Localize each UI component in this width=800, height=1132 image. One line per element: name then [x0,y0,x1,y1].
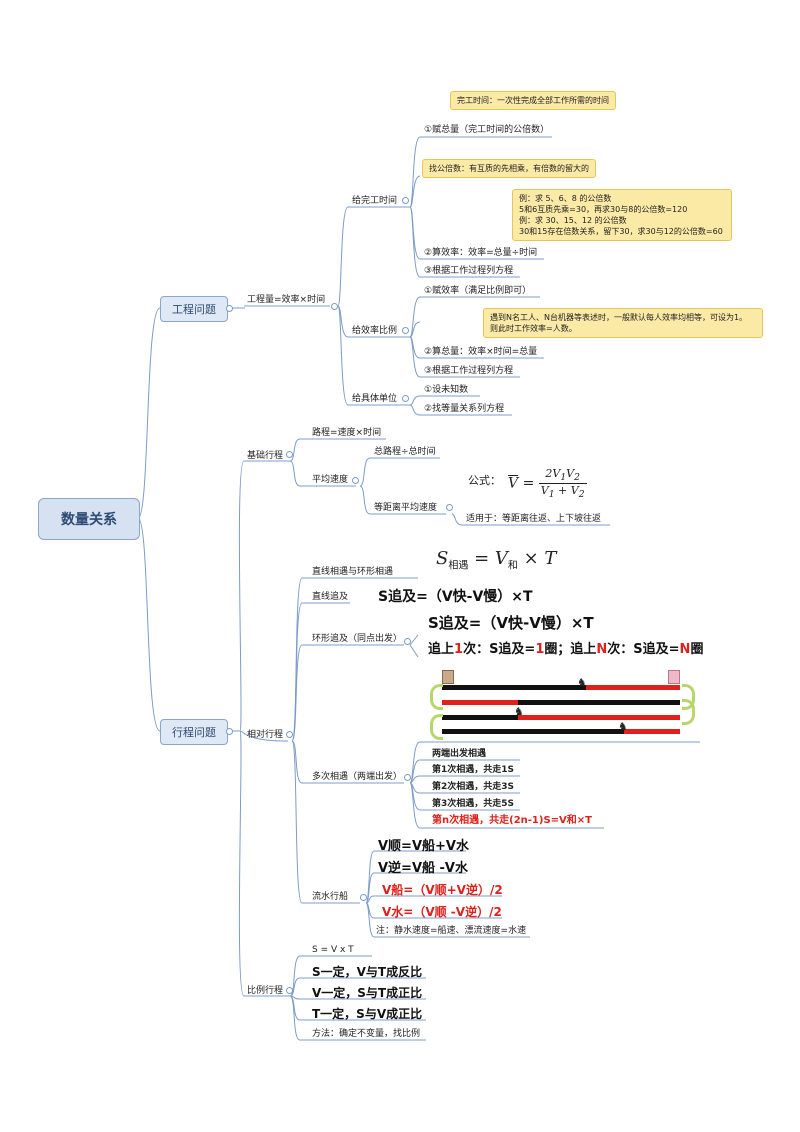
note-lcm: 找公倍数：有互质的先相乘，有倍数的留大的 [422,159,596,178]
collapse-toggle[interactable] [286,731,293,738]
track-black [442,685,586,690]
node-basic-travel[interactable]: 基础行程 [247,451,284,461]
multi-line[interactable]: 第3次相遇，共走5S [432,799,515,809]
step-equation[interactable]: ③根据工作过程列方程 [424,266,514,276]
track-black [442,715,518,720]
ratio-rule: T一定，S与V成正比 [312,1007,423,1021]
collapse-toggle[interactable] [352,477,359,484]
node-given-unit[interactable]: 给具体单位 [352,394,398,404]
step-unknown[interactable]: ①设未知数 [424,385,469,395]
node-relative-travel[interactable]: 相对行程 [247,730,284,740]
collapse-toggle[interactable] [402,395,409,402]
track-black [518,700,680,705]
formula-line-chase: S追及=（V快-V慢）×T [378,589,533,605]
collapse-toggle[interactable] [331,303,338,310]
note-finish-time: 完工时间：一次性完成全部工作所需的时间 [450,91,616,110]
node-equal-distance-speed[interactable]: 等距离平均速度 [374,503,438,513]
note-lcm-examples: 例：求 5、6、8 的公倍数 5和6互质先乘=30，再求30与8的公倍数=120… [512,189,732,241]
root-label: 数量关系 [61,512,117,528]
formula-ring-chase: S追及=（V快-V慢）×T [428,614,594,632]
step-calc-total[interactable]: ②算总量：效率×时间=总量 [424,347,538,357]
formula-prefix: 公式： [468,474,501,487]
formula-distance[interactable]: 路程=速度×时间 [312,428,382,438]
collapse-toggle[interactable] [286,987,293,994]
node-meet[interactable]: 直线相遇与环形相遇 [312,567,394,577]
stream-boat-speed: V船=（V顺+V逆）/2 [382,883,503,897]
node-given-time[interactable]: 给完工时间 [352,196,398,206]
formula-meet: S相遇 = V和 × T [436,548,557,572]
topic-engineering[interactable]: 工程问题 [160,296,228,322]
node-multiple-meeting[interactable]: 多次相遇（两端出发） [312,772,403,782]
ratio-method[interactable]: 方法：确定不变量，找比例 [312,1029,421,1039]
track-red [586,685,680,690]
note-workers: 遇到N名工人、N台机器等表述时，一般默认每人效率均相等，可设为1。 则此时工作效… [483,308,763,338]
formula-work[interactable]: 工程量=效率×时间 [247,295,326,305]
collapse-toggle[interactable] [226,728,233,735]
stream-downstream: V顺=V船+V水 [378,839,469,854]
node-stream[interactable]: 流水行船 [312,892,349,902]
collapse-toggle[interactable] [286,451,293,458]
ratio-rule: V一定，S与T成正比 [312,986,423,1000]
start-house-icon [442,670,454,684]
turn-arrow-icon [430,684,443,710]
track-black [442,729,624,734]
step-assign-efficiency[interactable]: ①赋效率（满足比例即可） [424,286,532,296]
collapse-toggle[interactable] [402,327,409,334]
runner-icon: ♞ [577,676,587,689]
ratio-formula[interactable]: S = V x T [312,945,354,955]
node-ring-chase[interactable]: 环形追及（同点出发） [312,634,403,644]
step-assign-total[interactable]: ①赋总量（完工时间的公倍数） [424,125,550,135]
runner-icon: ♞ [514,705,524,718]
collapse-toggle[interactable] [360,894,367,901]
meeting-illustration: ♞ ♞ ♞ [428,666,700,740]
step-equation[interactable]: ②找等量关系列方程 [424,404,505,414]
formula-average-speed: V = 2V1V2 V1 + V2 [508,467,587,501]
multi-line-general[interactable]: 第n次相遇，共走(2n-1)S=V和×T [432,815,592,826]
multi-line[interactable]: 第2次相遇，共走3S [432,782,515,792]
topic-travel[interactable]: 行程问题 [160,719,228,745]
collapse-toggle[interactable] [446,504,453,511]
turn-arrow-icon [682,684,695,710]
multi-line[interactable]: 第1次相遇，共走1S [432,765,515,775]
applies-note[interactable]: 适用于：等距离往返、上下坡往返 [466,514,602,524]
collapse-toggle[interactable] [226,305,233,312]
stream-note[interactable]: 注：静水速度=船速、漂流速度=水速 [376,926,527,936]
node-average-speed[interactable]: 平均速度 [312,475,349,485]
multi-line[interactable]: 两端出发相遇 [432,749,487,759]
root-topic[interactable]: 数量关系 [38,498,140,540]
track-red [624,729,680,734]
topic-travel-label: 行程问题 [172,726,216,739]
end-house-icon [668,670,680,684]
turn-arrow-icon [430,714,443,740]
collapse-toggle[interactable] [404,638,411,645]
node-line-chase[interactable]: 直线追及 [312,592,349,602]
formula-ring-laps: 追上1次：S追及=1圈；追上N次：S追及=N圈 [428,642,704,657]
step-equation[interactable]: ③根据工作过程列方程 [424,366,514,376]
node-ratio-travel[interactable]: 比例行程 [247,986,284,996]
step-calc-efficiency[interactable]: ②算效率：效率=总量÷时间 [424,248,538,258]
avg-speed-definition[interactable]: 总路程÷总时间 [374,447,436,457]
topic-engineering-label: 工程问题 [172,303,216,316]
stream-water-speed: V水=（V顺 -V逆）/2 [382,905,502,919]
collapse-toggle[interactable] [402,197,409,204]
track-red [518,715,680,720]
collapse-toggle[interactable] [404,774,411,781]
stream-upstream: V逆=V船 -V水 [378,861,468,876]
runner-icon: ♞ [618,720,628,733]
track-red [442,700,518,705]
node-given-ratio[interactable]: 给效率比例 [352,326,398,336]
ratio-rule: S一定，V与T成反比 [312,965,423,979]
